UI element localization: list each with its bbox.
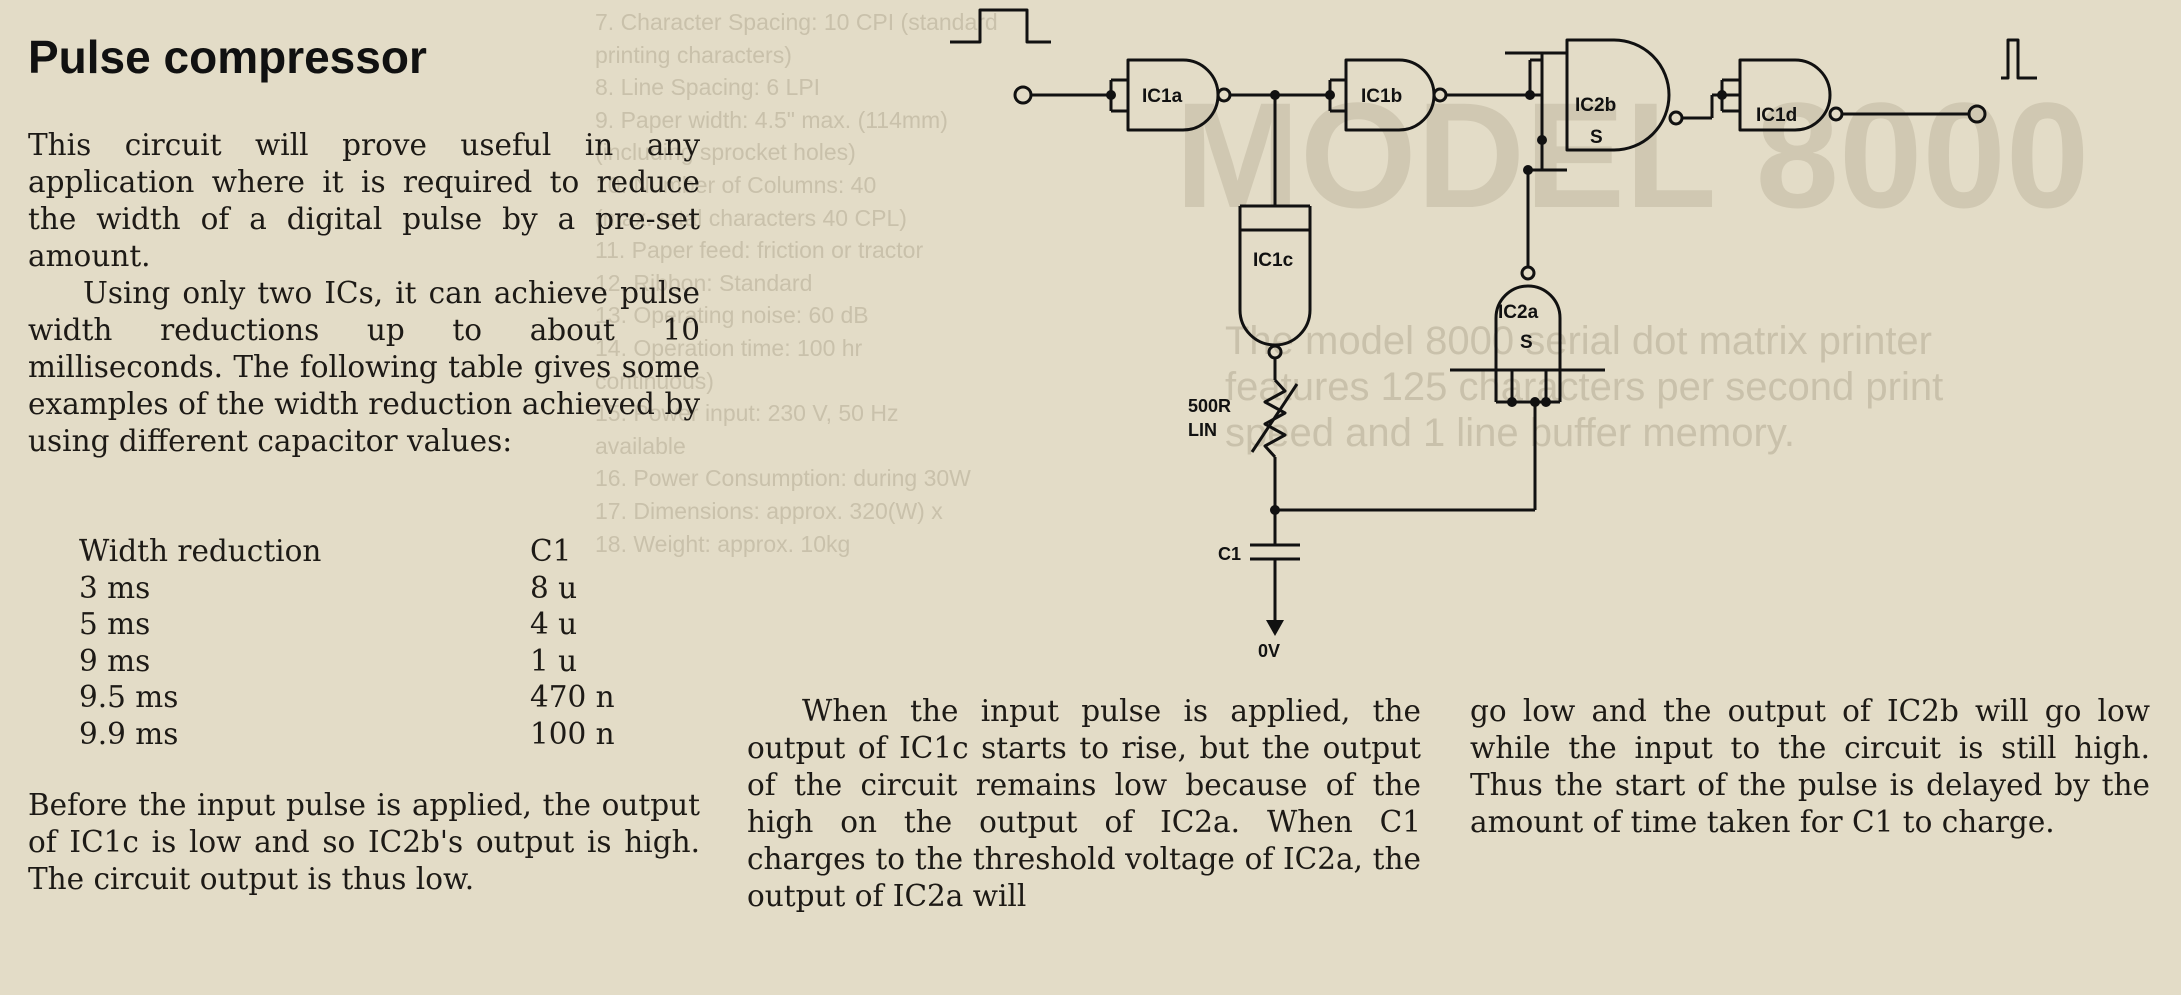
bleed-line: printing characters) bbox=[595, 41, 792, 68]
bleed-line: 18. Weight: approx. 10kg bbox=[595, 530, 851, 557]
width-reduction-table: Width reduction C1 3 ms 8 u 5 ms 4 u 9 m… bbox=[28, 533, 615, 752]
output-pulse-icon bbox=[2001, 38, 2037, 80]
ic2a-gate bbox=[1494, 284, 1562, 370]
bleed-spec-list: 7. Character Spacing: 10 CPI (standard p… bbox=[595, 6, 998, 560]
ic1c-label: IC1c bbox=[1253, 250, 1294, 271]
inverter-bubble bbox=[1668, 110, 1684, 126]
intro-paragraph: This circuit will prove useful in any ap… bbox=[28, 128, 700, 273]
bleed-line: 14. Operation time: 100 hr bbox=[595, 334, 863, 361]
inverter-bubble bbox=[1267, 344, 1283, 360]
table-row: 5 ms 4 u bbox=[28, 606, 615, 643]
ic2b-gate bbox=[1565, 38, 1671, 152]
right-column-text: go low and the output of IC2b will go lo… bbox=[1470, 693, 2150, 841]
table-row: 9.9 ms 100 n bbox=[28, 716, 615, 753]
bleed-line: 13. Operating noise: 60 dB bbox=[595, 302, 869, 329]
table-cell-width: 5 ms bbox=[79, 607, 151, 641]
ic2a-schmitt-label: S bbox=[1520, 332, 1533, 353]
table-row: 9.5 ms 470 n bbox=[28, 679, 615, 716]
bleed-line: 7. Character Spacing: 10 CPI (standard bbox=[595, 9, 998, 35]
pulse-compressor-schematic: IC1a IC1b IC1c IC1d IC2b S IC2a S 500R L… bbox=[950, 8, 2037, 661]
bleed-line: (including sprocket holes) bbox=[595, 139, 856, 166]
variable-arrow-line bbox=[1250, 383, 1299, 453]
bleed-blurb-line: The model 8000 serial dot matrix printer bbox=[1225, 319, 1932, 363]
bleed-line: 12. Ribbon: Standard bbox=[595, 269, 813, 296]
table-cell-capacitor: 100 n bbox=[530, 716, 615, 751]
resistor-value-label: 500R bbox=[1188, 396, 1231, 416]
bleed-blurb-line: speed and 1 line buffer memory. bbox=[1225, 411, 1795, 455]
ic1a-label: IC1a bbox=[1142, 86, 1183, 107]
bleed-line: 9. Paper width: 4.5" max. (114mm) bbox=[595, 106, 948, 133]
resistor-type-label: LIN bbox=[1188, 420, 1217, 440]
ic1d-gate bbox=[1738, 58, 1832, 132]
bleed-line: continuous) bbox=[595, 367, 714, 394]
before-pulse-text: Before the input pulse is applied, the o… bbox=[28, 787, 700, 898]
before-pulse-paragraph: Before the input pulse is applied, the o… bbox=[28, 788, 700, 896]
table-cell-capacitor: 1 u bbox=[530, 643, 578, 678]
table-cell-width: 9.5 ms bbox=[79, 680, 179, 714]
input-terminal bbox=[1013, 85, 1033, 105]
bleed-blurb: The model 8000 serial dot matrix printer… bbox=[1225, 318, 1943, 456]
bleed-blurb-line: features 125 characters per second print bbox=[1225, 365, 1944, 409]
bleed-line: 8. Line Spacing: 6 LPI bbox=[595, 74, 821, 101]
middle-column-text: When the input pulse is applied, the out… bbox=[747, 693, 1421, 915]
inverter-bubble bbox=[1432, 87, 1448, 103]
output-low-paragraph: go low and the output of IC2b will go lo… bbox=[1470, 694, 2150, 839]
table-cell-capacitor: 8 u bbox=[530, 570, 578, 605]
inverter-bubble bbox=[1520, 265, 1536, 281]
output-terminal bbox=[1967, 104, 1987, 124]
ic2a-label: IC2a bbox=[1498, 302, 1539, 323]
bleed-line: 16. Power Consumption: during 30W bbox=[595, 465, 971, 492]
ic2b-schmitt-label: S bbox=[1590, 127, 1603, 148]
ground-label: 0V bbox=[1258, 641, 1280, 661]
input-applied-paragraph: When the input pulse is applied, the out… bbox=[747, 694, 1421, 913]
inverter-bubble bbox=[1216, 87, 1232, 103]
article-title: Pulse compressor bbox=[28, 31, 427, 83]
input-pulse-icon bbox=[950, 8, 1051, 44]
bleed-line: 11. Paper feed: friction or tractor bbox=[595, 237, 924, 264]
bleed-line: 10. Number of Columns: 40 bbox=[595, 171, 877, 198]
ground-arrow-icon bbox=[1266, 620, 1284, 636]
bleed-line: available bbox=[595, 432, 686, 459]
table-header-width-reduction: Width reduction bbox=[79, 534, 322, 568]
bleed-headline: MODEL 8000 bbox=[1175, 71, 2090, 239]
intro-text: This circuit will prove useful in any ap… bbox=[28, 127, 700, 460]
capacitor-table-lead: Using only two ICs, it can achieve pulse… bbox=[28, 276, 700, 458]
ic1c-gate bbox=[1238, 228, 1312, 347]
table-cell-capacitor: 4 u bbox=[530, 607, 578, 641]
table-header-row: Width reduction C1 bbox=[28, 533, 615, 570]
table-cell-width: 3 ms bbox=[79, 570, 151, 605]
table-header-c1: C1 bbox=[530, 534, 572, 568]
table-cell-width: 9.9 ms bbox=[79, 716, 179, 751]
bleed-line: (max. total characters 40 CPL) bbox=[595, 204, 907, 231]
bleed-line: 15. Power input: 230 V, 50 Hz bbox=[595, 400, 899, 427]
ic1b-label: IC1b bbox=[1361, 86, 1402, 107]
ic2b-label: IC2b bbox=[1575, 95, 1616, 116]
table-cell-width: 9 ms bbox=[79, 643, 151, 678]
inverter-bubble bbox=[1828, 106, 1844, 122]
ic1d-label: IC1d bbox=[1756, 105, 1797, 126]
table-row: 9 ms 1 u bbox=[28, 643, 615, 680]
capacitor-label: C1 bbox=[1218, 544, 1241, 564]
bleed-line: 17. Dimensions: approx. 320(W) x bbox=[595, 497, 943, 524]
table-cell-capacitor: 470 n bbox=[530, 680, 615, 714]
table-row: 3 ms 8 u bbox=[28, 570, 615, 607]
